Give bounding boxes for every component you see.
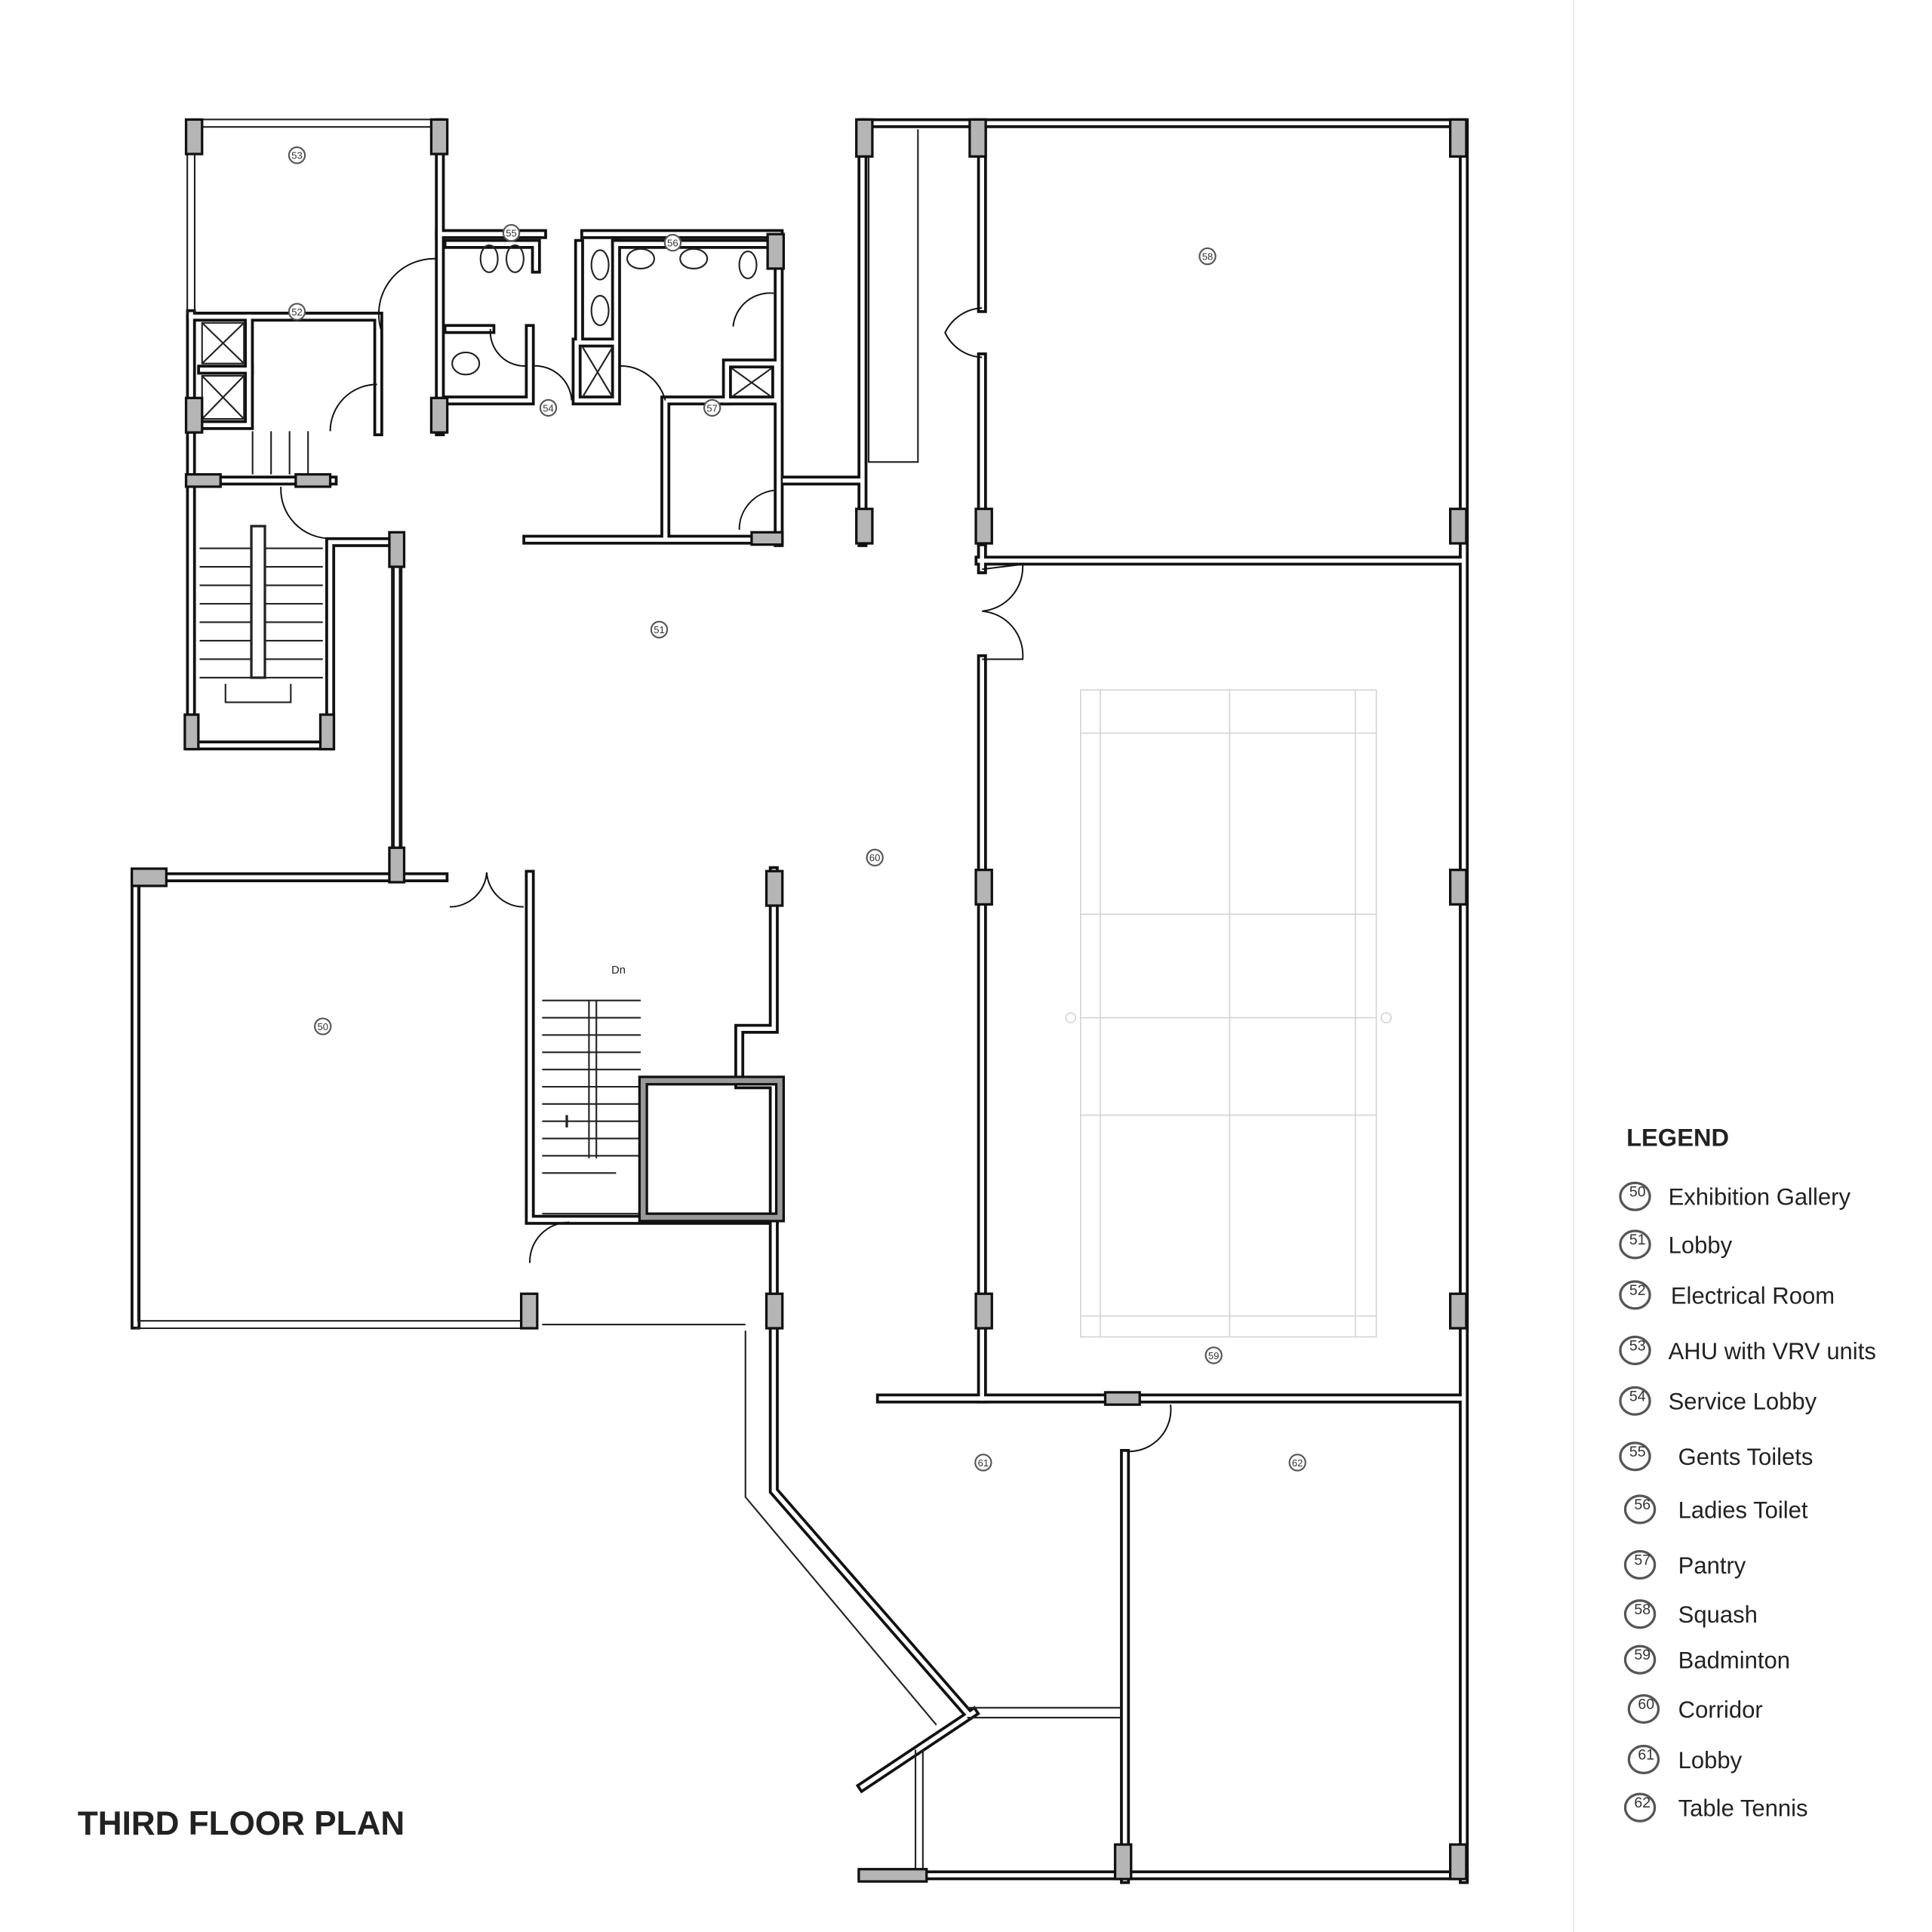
staircase-upper (199, 431, 323, 703)
legend-item: 50 Exhibition Gallery (1619, 1181, 1851, 1211)
room-tag-55: 55 (502, 223, 521, 242)
legend-item: 56 Ladies Toilet (1623, 1494, 1808, 1524)
legend-item: 57 Pantry (1623, 1549, 1746, 1580)
legend-item-label: Pantry (1678, 1552, 1746, 1579)
svg-text:50: 50 (317, 1021, 328, 1032)
legend-item: 53 AHU with VRV units (1619, 1335, 1876, 1365)
svg-text:57: 57 (706, 402, 718, 414)
staircase-lower (542, 999, 641, 1215)
svg-text:52: 52 (291, 306, 303, 318)
legend-item-number: 53 (1629, 1337, 1646, 1354)
legend-item-number: 60 (1638, 1696, 1654, 1712)
legend-item-label: Lobby (1669, 1232, 1733, 1258)
fixtures (201, 244, 772, 420)
legend-item: 55 Gents Toilets (1619, 1441, 1814, 1472)
legend-item-number: 59 (1634, 1647, 1651, 1663)
legend-tag-circle (1623, 1599, 1657, 1629)
room-tag-58: 58 (1198, 247, 1217, 266)
room-tag-56: 56 (663, 233, 682, 252)
legend-item-number: 62 (1634, 1795, 1651, 1811)
walls (136, 123, 1464, 1879)
legend-item: 52 Electrical Room (1619, 1280, 1835, 1310)
legend-tag-circle (1619, 1441, 1651, 1472)
legend-item: 59 Badminton (1623, 1644, 1790, 1675)
columns (131, 118, 1468, 1883)
legend-item-number: 50 (1629, 1183, 1646, 1200)
badminton-court (1065, 689, 1392, 1338)
legend-item-label: Ladies Toilet (1678, 1497, 1808, 1523)
legend-item: 58 Squash (1623, 1599, 1758, 1629)
room-tag-52: 52 (288, 303, 306, 321)
shaft-inner (640, 1078, 783, 1220)
legend-item-label: Exhibition Gallery (1669, 1184, 1851, 1211)
legend-item: 61 Lobby (1627, 1744, 1743, 1775)
room-tag-51: 51 (650, 620, 669, 638)
legend-item: 51 Lobby (1619, 1229, 1733, 1260)
plan-title: THIRD FLOOR PLAN (78, 1805, 405, 1842)
legend-heading: LEGEND (1626, 1123, 1729, 1151)
legend-tag-circle (1623, 1644, 1657, 1675)
room-tag-59: 59 (1204, 1346, 1223, 1364)
legend-tag-circle (1619, 1280, 1651, 1310)
legend-item-label: Electrical Room (1671, 1282, 1835, 1309)
legend-item-label: Service Lobby (1669, 1389, 1817, 1415)
svg-text:51: 51 (654, 624, 665, 635)
room-tag-61: 61 (974, 1454, 992, 1472)
svg-text:55: 55 (506, 227, 517, 238)
room-tag-54: 54 (539, 398, 558, 417)
room-tag-57: 57 (703, 398, 721, 417)
legend-item-label: Gents Toilets (1678, 1444, 1814, 1470)
shaft (638, 1075, 785, 1223)
legend-item-label: Lobby (1678, 1747, 1743, 1774)
room-tag-60: 60 (866, 848, 884, 866)
stair-direction-label: Dn (611, 964, 626, 977)
legend-item: 62 Table Tennis (1623, 1792, 1808, 1823)
legend-item-number: 54 (1629, 1388, 1646, 1404)
svg-text:54: 54 (543, 402, 554, 414)
legend-item-number: 58 (1634, 1601, 1651, 1618)
legend-item-number: 51 (1629, 1232, 1646, 1248)
room-tag-62: 62 (1288, 1454, 1306, 1472)
legend-tag-circle (1623, 1792, 1657, 1823)
legend-item-label: AHU with VRV units (1669, 1338, 1876, 1364)
legend-item-label: Corridor (1678, 1697, 1763, 1723)
svg-text:61: 61 (978, 1457, 989, 1469)
legend-tag-circle (1619, 1181, 1651, 1211)
room-tag-50: 50 (314, 1017, 332, 1035)
svg-text:62: 62 (1292, 1457, 1303, 1469)
legend-item-label: Table Tennis (1678, 1795, 1808, 1822)
legend-tag-circle (1623, 1494, 1657, 1524)
legend-item: 54 Service Lobby (1619, 1386, 1817, 1416)
thin-lines (135, 118, 1121, 1873)
room-tags: 53 52 55 56 54 57 51 58 60 50 59 61 62 (288, 146, 1306, 1472)
svg-text:60: 60 (869, 852, 881, 863)
legend-item-number: 55 (1629, 1444, 1646, 1460)
legend-tag-circle (1627, 1694, 1660, 1724)
legend-tag-circle (1627, 1744, 1660, 1775)
doors (280, 257, 1172, 1453)
legend-tag-circle (1623, 1549, 1657, 1580)
legend-item: 60 Corridor (1627, 1694, 1763, 1724)
legend-item-number: 57 (1634, 1552, 1651, 1568)
legend-item-number: 52 (1629, 1282, 1646, 1299)
svg-text:59: 59 (1208, 1350, 1220, 1361)
legend-tag-circle (1619, 1229, 1651, 1260)
legend-tag-circle (1619, 1386, 1651, 1416)
legend-item-number: 56 (1634, 1497, 1651, 1513)
legend-item-label: Squash (1678, 1601, 1758, 1628)
legend-item-number: 61 (1638, 1746, 1654, 1763)
legend-item-label: Badminton (1678, 1647, 1790, 1674)
room-tag-53: 53 (288, 146, 306, 165)
svg-text:53: 53 (291, 150, 303, 162)
svg-text:58: 58 (1202, 251, 1214, 262)
svg-text:56: 56 (667, 238, 678, 249)
legend-tag-circle (1619, 1335, 1651, 1365)
